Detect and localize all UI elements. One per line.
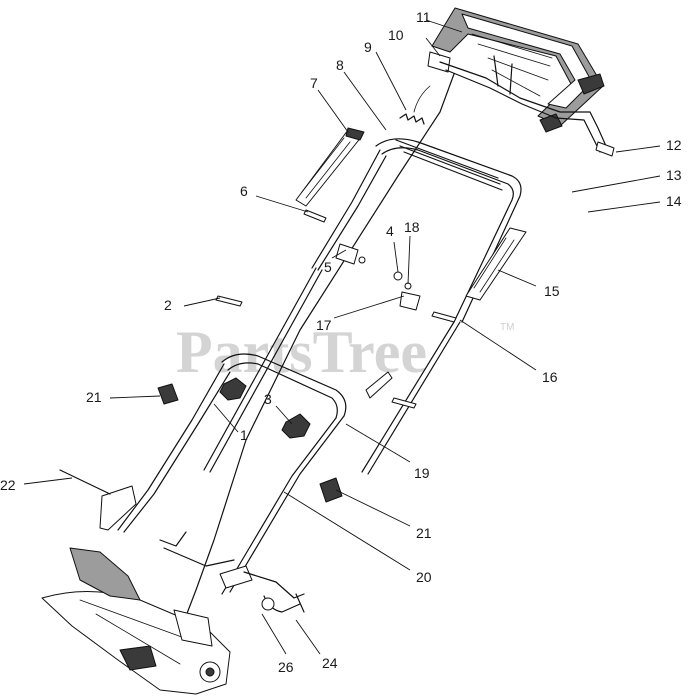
callout-6: 6 bbox=[240, 183, 248, 199]
callout-21-upper: 21 bbox=[86, 389, 102, 405]
mower-deck bbox=[41, 547, 231, 695]
callout-1: 1 bbox=[240, 427, 248, 443]
callout-12: 12 bbox=[666, 137, 682, 153]
callout-10: 10 bbox=[388, 27, 404, 43]
cable-guide-left bbox=[295, 127, 365, 207]
callout-13: 13 bbox=[666, 167, 682, 183]
callout-19: 19 bbox=[414, 465, 430, 481]
callout-20: 20 bbox=[416, 569, 432, 585]
callout-15: 15 bbox=[544, 283, 560, 299]
callout-8: 8 bbox=[336, 57, 344, 73]
callout-24: 24 bbox=[322, 655, 338, 671]
bail-lever bbox=[427, 51, 615, 157]
cable-guide-right bbox=[465, 227, 527, 301]
upper-handle-grip bbox=[431, 7, 605, 133]
callout-5: 5 bbox=[324, 259, 332, 275]
handle-rails bbox=[203, 267, 461, 475]
callout-9: 9 bbox=[364, 39, 372, 55]
watermark: PartsTree TM bbox=[176, 319, 514, 385]
callout-7: 7 bbox=[310, 75, 318, 91]
callout-labels: 11 10 9 8 7 12 13 14 6 4 18 5 15 2 17 16… bbox=[0, 9, 682, 675]
drive-linkage bbox=[159, 531, 305, 613]
upper-handle-frame bbox=[311, 138, 522, 323]
callout-16: 16 bbox=[542, 369, 558, 385]
callout-3: 3 bbox=[264, 391, 272, 407]
callout-22: 22 bbox=[0, 477, 16, 493]
control-cable bbox=[185, 73, 455, 617]
hardware bbox=[157, 113, 457, 503]
callout-14: 14 bbox=[666, 193, 682, 209]
leader-lines bbox=[23, 19, 661, 655]
callout-26: 26 bbox=[278, 659, 294, 675]
callout-4: 4 bbox=[386, 223, 394, 239]
callout-2: 2 bbox=[164, 297, 172, 313]
watermark-trademark: TM bbox=[500, 322, 514, 333]
callout-11: 11 bbox=[416, 9, 431, 25]
rod-22 bbox=[59, 469, 111, 495]
callout-18: 18 bbox=[404, 219, 420, 235]
callout-21-lower: 21 bbox=[416, 525, 432, 541]
side-bracket bbox=[99, 485, 137, 531]
callout-17: 17 bbox=[316, 317, 332, 333]
